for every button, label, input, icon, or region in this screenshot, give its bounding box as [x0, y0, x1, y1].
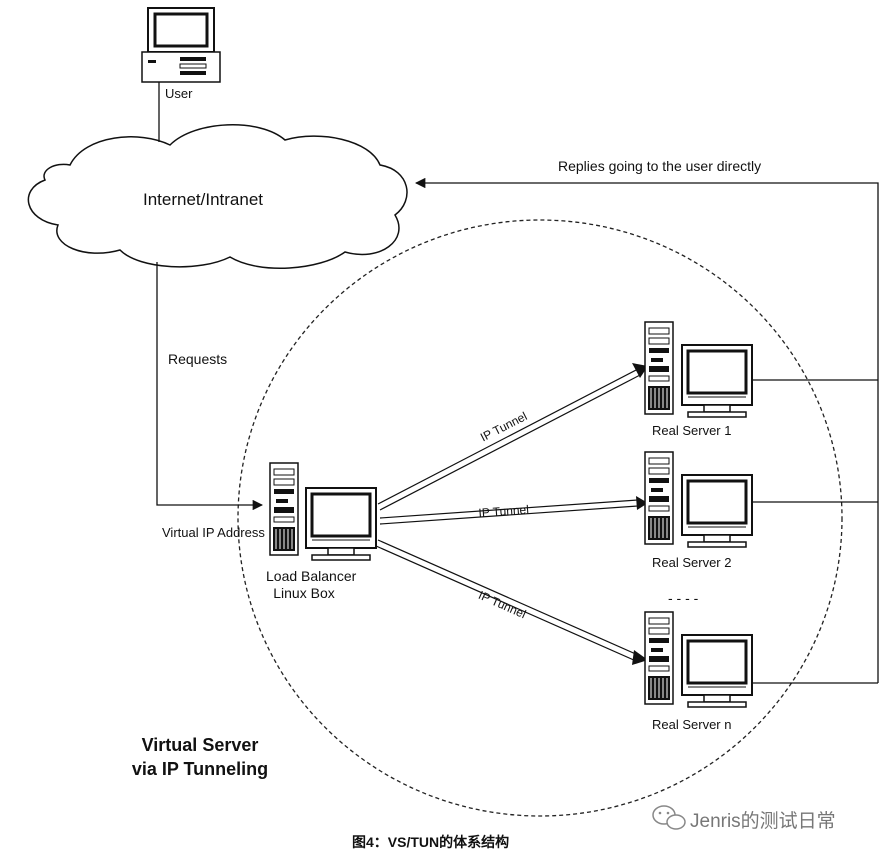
- internet-label: Internet/Intranet: [143, 190, 264, 209]
- user-label: User: [165, 86, 193, 101]
- real-server-2-label: Real Server 2: [652, 555, 732, 570]
- load-balancer-label: Load Balancer Linux Box: [266, 568, 357, 602]
- real-server-2-icon: [644, 451, 754, 549]
- wechat-icon: [652, 805, 686, 830]
- replies-path: [414, 177, 879, 380]
- ellipsis-label: - - - -: [668, 590, 699, 606]
- load-balancer-line1: Load Balancer: [266, 568, 357, 584]
- load-balancer-line2: Linux Box: [273, 585, 335, 601]
- internet-cloud: [27, 124, 408, 269]
- figure-caption: 图4：VS/TUN的体系结构: [352, 834, 510, 850]
- real-server-n-icon: [644, 611, 754, 709]
- replies-label: Replies going to the user directly: [558, 158, 762, 174]
- watermark-text: Jenris的测试日常: [690, 811, 836, 832]
- requests-path: [156, 262, 264, 511]
- load-balancer-icon: [269, 462, 378, 562]
- real-server-1-icon: [644, 321, 754, 419]
- vip-label: Virtual IP Address: [162, 525, 265, 540]
- requests-label: Requests: [168, 351, 228, 367]
- real-server-1-label: Real Server 1: [652, 423, 732, 438]
- ip-tunnel-n: [375, 539, 648, 665]
- user-computer-icon: [141, 7, 221, 83]
- diagram-title: Virtual Server via IP Tunneling: [100, 733, 300, 781]
- real-server-n-label: Real Server n: [652, 717, 732, 732]
- ip-tunnel-1: [377, 363, 648, 511]
- ip-tunnel-2: [379, 496, 648, 525]
- virtual-server-boundary: [237, 219, 843, 817]
- diagram-title-line1: Virtual Server: [141, 735, 259, 755]
- diagram-title-line2: via IP Tunneling: [131, 759, 269, 779]
